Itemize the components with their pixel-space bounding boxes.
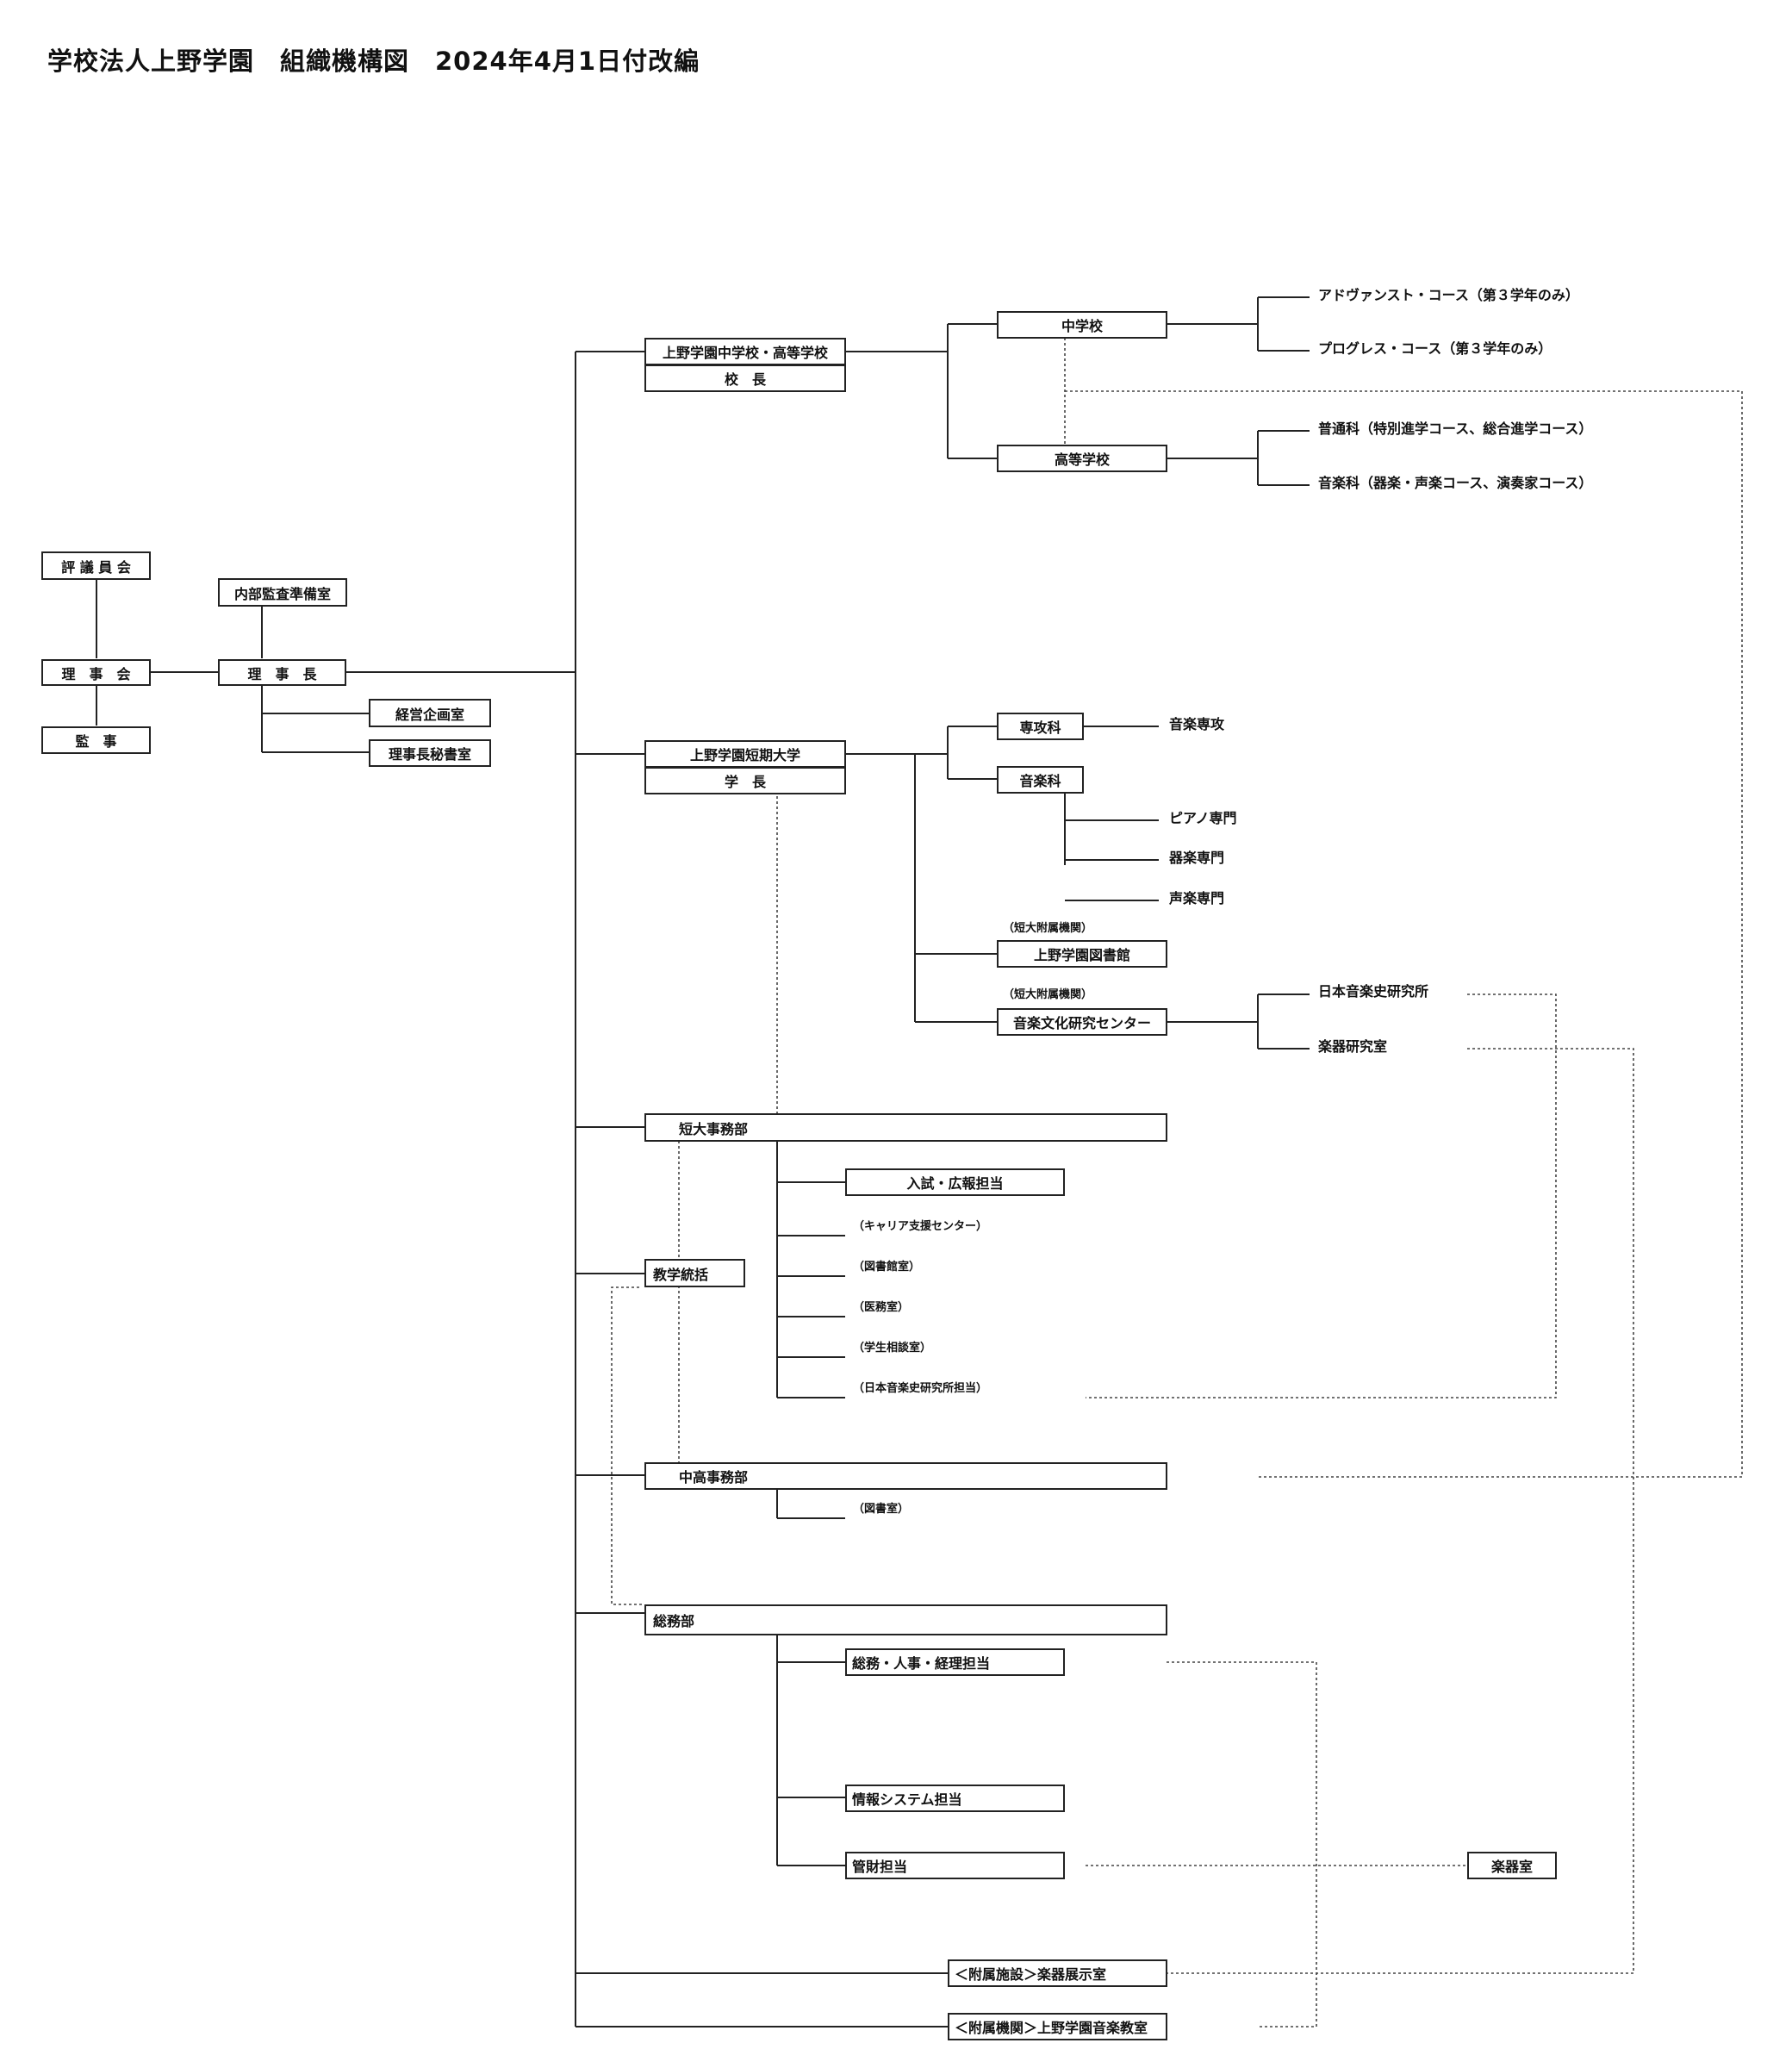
property-box: 管財担当 bbox=[845, 1852, 1065, 1879]
junior-course-advanced: アドヴァンスト・コース（第３学年のみ） bbox=[1318, 287, 1579, 303]
music-major-vocal: 声楽専門 bbox=[1169, 890, 1225, 906]
music-major-instrument: 器楽専門 bbox=[1169, 850, 1225, 866]
page-title: 学校法人上野学園 組織機構図 2024年4月1日付改編 bbox=[47, 47, 700, 76]
school-office-box: 中高事務部 bbox=[644, 1462, 1167, 1490]
senior-course-general: 普通科（特別進学コース、総合進学コース） bbox=[1318, 420, 1593, 437]
junior-high-box: 中学校 bbox=[997, 311, 1167, 339]
research-unit-history: 日本音楽史研究所 bbox=[1318, 983, 1429, 1000]
junior-course-progress: プログレス・コース（第３学年のみ） bbox=[1318, 340, 1552, 357]
major-music: 音楽専攻 bbox=[1169, 716, 1225, 732]
planning-office-box: 経営企画室 bbox=[369, 699, 491, 727]
secretary-office-box: 理事長秘書室 bbox=[369, 739, 491, 767]
college-office-unit-library: （図書館室） bbox=[853, 1261, 921, 1274]
it-systems-box: 情報システム担当 bbox=[845, 1785, 1065, 1812]
jhs-hs-box: 上野学園中学校・高等学校 bbox=[644, 338, 846, 365]
college-box: 上野学園短期大学 bbox=[644, 740, 846, 768]
attached-label-research: （短大附属機関） bbox=[1003, 988, 1093, 1001]
internal-audit-box: 内部監査準備室 bbox=[218, 578, 347, 607]
research-center-box: 音楽文化研究センター bbox=[997, 1008, 1167, 1036]
academic-box: 教学統括 bbox=[644, 1259, 745, 1287]
college-office-box: 短大事務部 bbox=[644, 1113, 1167, 1142]
chairman-box: 理 事 長 bbox=[218, 659, 346, 686]
research-unit-instruments: 楽器研究室 bbox=[1318, 1038, 1388, 1055]
college-head-box: 学 長 bbox=[644, 767, 846, 794]
college-office-unit-counseling: （学生相談室） bbox=[853, 1342, 932, 1355]
senior-course-music: 音楽科（器楽・声楽コース、演奏家コース） bbox=[1318, 475, 1593, 491]
school-office-library-room: （図書室） bbox=[853, 1503, 910, 1516]
general-affairs-box: 総務部 bbox=[644, 1604, 1167, 1635]
music-major-piano: ピアノ専門 bbox=[1169, 810, 1237, 826]
senior-high-box: 高等学校 bbox=[997, 445, 1167, 472]
instrument-room-box: 楽器室 bbox=[1467, 1852, 1557, 1879]
library-box: 上野学園図書館 bbox=[997, 940, 1167, 968]
college-office-unit-medical: （医務室） bbox=[853, 1301, 910, 1314]
general-hr-accounting-box: 総務・人事・経理担当 bbox=[845, 1648, 1065, 1676]
major-dept-box: 専攻科 bbox=[997, 713, 1084, 740]
council-box: 評 議 員 会 bbox=[41, 551, 151, 580]
attached-label-library: （短大附属機関） bbox=[1003, 922, 1093, 935]
board-box: 理 事 会 bbox=[41, 659, 151, 686]
music-class-box: ＜附属機関＞上野学園音楽教室 bbox=[948, 2013, 1167, 2040]
admissions-box: 入試・広報担当 bbox=[845, 1168, 1065, 1196]
college-office-unit-history: （日本音楽史研究所担当） bbox=[853, 1382, 988, 1395]
jhs-hs-head-box: 校 長 bbox=[644, 364, 846, 392]
college-office-unit-career: （キャリア支援センター） bbox=[853, 1220, 988, 1233]
auditor-box: 監 事 bbox=[41, 726, 151, 754]
music-dept-box: 音楽科 bbox=[997, 766, 1084, 794]
instrument-exhibit-box: ＜附属施設＞楽器展示室 bbox=[948, 1959, 1167, 1987]
